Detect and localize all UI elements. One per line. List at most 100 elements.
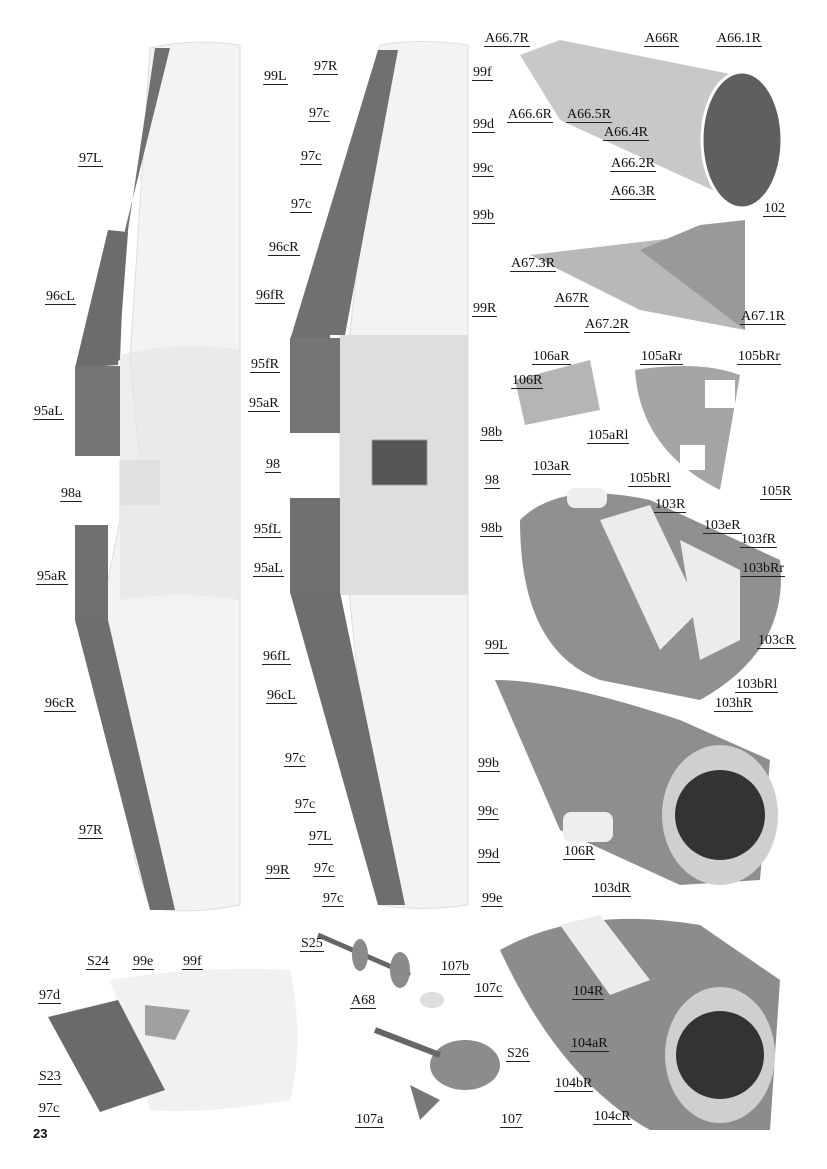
middle-wing-part-label: 99d (472, 117, 495, 133)
nacelle-parts-part-label: 105bRr (737, 349, 781, 365)
engine-104-part-label: 104R (572, 984, 605, 1000)
a66-frame-part-label: A66.3R (610, 184, 656, 200)
left-wing-part-label: 98a (60, 486, 83, 502)
middle-wing-part-label: 97c (322, 891, 345, 907)
tail-detail-part-label: 97d (38, 988, 61, 1004)
gear-107-part-label: S26 (506, 1046, 530, 1062)
a66-frame-part-label: A66.6R (507, 107, 553, 123)
middle-wing-part-label: 98 (484, 473, 500, 489)
left-wing-part-label: 95aR (36, 569, 68, 585)
gear-107-drawing (373, 992, 500, 1120)
middle-wing-part-label: 99R (472, 301, 498, 317)
middle-wing-part-label: 95aR (248, 396, 280, 412)
tail-detail-part-label: 99f (182, 954, 203, 970)
a66-frame-part-label: A66.7R (484, 31, 530, 47)
middle-wing-part-label: 99c (477, 804, 500, 820)
engine-103-part-label: 103R (654, 497, 687, 513)
nacelle-parts-part-label: 105aRr (640, 349, 684, 365)
gear-107-part-label: 107c (474, 981, 504, 997)
engine-assembled-part-label: 106R (563, 844, 596, 860)
a67-frame-part-label: A67.2R (584, 317, 630, 333)
middle-wing-part-label: 96fL (262, 649, 292, 665)
a67-frame-part-label: A67R (554, 291, 590, 307)
engine-104-part-label: 104cR (593, 1109, 632, 1125)
middle-wing-part-label: 97c (308, 106, 331, 122)
gear-107-part-label: 107b (440, 959, 470, 975)
a66-frame-part-label: 102 (763, 201, 786, 217)
a66-frame-drawing (520, 40, 784, 210)
middle-wing-part-label: 97L (308, 829, 333, 845)
middle-wing-part-label: 98b (480, 521, 503, 537)
axle-drawing (317, 932, 411, 988)
engine-103-part-label: 103bRl (735, 677, 779, 693)
left-wing-part-label: 99L (263, 69, 288, 85)
engine-103-drawing (520, 488, 781, 700)
engine-103-part-label: 103bRr (741, 561, 785, 577)
middle-wing-part-label: 95fL (253, 522, 283, 538)
nacelle-parts-part-label: 105bRl (628, 471, 672, 487)
page-number: 23 (33, 1126, 48, 1141)
tail-detail-part-label: S23 (38, 1069, 62, 1085)
nacelle-parts-part-label: 105R (760, 484, 793, 500)
left-wing-part-label: 98 (265, 457, 281, 473)
left-wing-part-label: 96cR (44, 696, 76, 712)
tail-detail-part-label: S24 (86, 954, 110, 970)
engine-103-part-label: 103fR (740, 532, 777, 548)
left-wing-part-label: 96cL (45, 289, 76, 305)
left-wing-drawing (75, 41, 241, 912)
engine-104-drawing (500, 915, 780, 1130)
left-wing-part-label: 97R (78, 823, 104, 839)
middle-wing-part-label: 98b (480, 425, 503, 441)
middle-wing-part-label: 96cL (266, 688, 297, 704)
a66-frame-part-label: A66.4R (603, 125, 649, 141)
middle-wing-part-label: 97c (290, 197, 313, 213)
a66-frame-part-label: A66.2R (610, 156, 656, 172)
middle-wing-part-label: 99e (481, 891, 504, 907)
engine-assembled-part-label: 103dR (592, 881, 632, 897)
engine-103-part-label: 103hR (714, 696, 754, 712)
axle-part-label: S25 (300, 936, 324, 952)
nacelle-parts-part-label: 106aR (532, 349, 571, 365)
middle-wing-part-label: 99b (472, 208, 495, 224)
middle-wing-part-label: 95fR (250, 357, 280, 373)
a66-frame-part-label: A66R (644, 31, 680, 47)
engine-104-part-label: 104aR (570, 1036, 609, 1052)
left-wing-part-label: 99R (265, 863, 291, 879)
left-wing-part-label: 97L (78, 151, 103, 167)
middle-wing-drawing (290, 41, 469, 909)
gear-107-part-label: 107a (355, 1112, 385, 1128)
middle-wing-part-label: 99f (472, 65, 493, 81)
a67-frame-drawing (530, 220, 745, 330)
middle-wing-part-label: 97c (284, 751, 307, 767)
middle-wing-part-label: 99d (477, 847, 500, 863)
tail-detail-drawing (48, 968, 298, 1112)
tail-detail-part-label: 99e (132, 954, 155, 970)
middle-wing-part-label: 96fR (255, 288, 285, 304)
a67-frame-part-label: A67.3R (510, 256, 556, 272)
nacelle-parts-part-label: 105aRl (587, 428, 630, 444)
nacelle-parts-drawing (515, 360, 740, 490)
middle-wing-part-label: 97R (313, 59, 339, 75)
middle-wing-part-label: 96cR (268, 240, 300, 256)
gear-107-part-label: 107 (500, 1112, 523, 1128)
middle-wing-part-label: 97c (313, 861, 336, 877)
middle-wing-part-label: 97c (294, 797, 317, 813)
axle-part-label: A68 (350, 993, 377, 1009)
a67-frame-part-label: A67.1R (740, 309, 786, 325)
a66-frame-part-label: A66.1R (716, 31, 762, 47)
middle-wing-part-label: 99L (484, 638, 509, 654)
engine-103-part-label: 103cR (757, 633, 796, 649)
middle-wing-part-label: 95aL (253, 561, 284, 577)
engine-104-part-label: 104bR (554, 1076, 594, 1092)
engine-103-part-label: 103aR (532, 459, 571, 475)
middle-wing-part-label: 99c (472, 161, 495, 177)
engine-103-part-label: 103eR (703, 518, 742, 534)
middle-wing-part-label: 99b (477, 756, 500, 772)
tail-detail-part-label: 97c (38, 1101, 61, 1117)
nacelle-parts-part-label: 106R (511, 373, 544, 389)
middle-wing-part-label: 97c (300, 149, 323, 165)
engine-assembled-drawing (495, 680, 778, 885)
a66-frame-part-label: A66.5R (566, 107, 612, 123)
